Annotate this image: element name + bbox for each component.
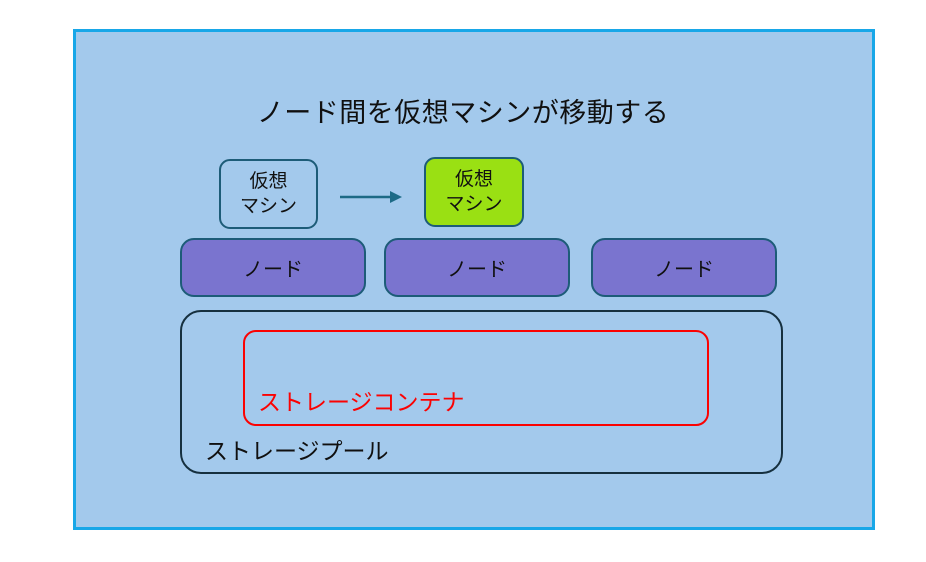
storage-pool-label: ストレージプール — [205, 439, 389, 465]
node-label-1: ノード — [243, 257, 303, 281]
vm-source-label-line1: 仮想 — [249, 170, 288, 192]
vm-source-label-line2: マシン — [239, 195, 297, 217]
node-box-1: ノード — [180, 238, 366, 297]
migration-arrow-icon — [336, 186, 404, 208]
storage-pool-box — [180, 310, 783, 474]
node-box-2: ノード — [384, 238, 570, 297]
storage-container-box — [243, 330, 709, 426]
node-box-3: ノード — [591, 238, 777, 297]
vm-target-label-line2: マシン — [445, 193, 503, 215]
diagram-title: ノード間を仮想マシンが移動する — [256, 98, 670, 129]
vm-target-label-line1: 仮想 — [454, 168, 493, 190]
storage-container-label: ストレージコンテナ — [258, 390, 465, 416]
node-label-3: ノード — [654, 257, 714, 281]
node-label-2: ノード — [447, 257, 507, 281]
vm-box-target: 仮想 マシン — [424, 157, 524, 227]
vm-box-source: 仮想 マシン — [219, 159, 318, 229]
